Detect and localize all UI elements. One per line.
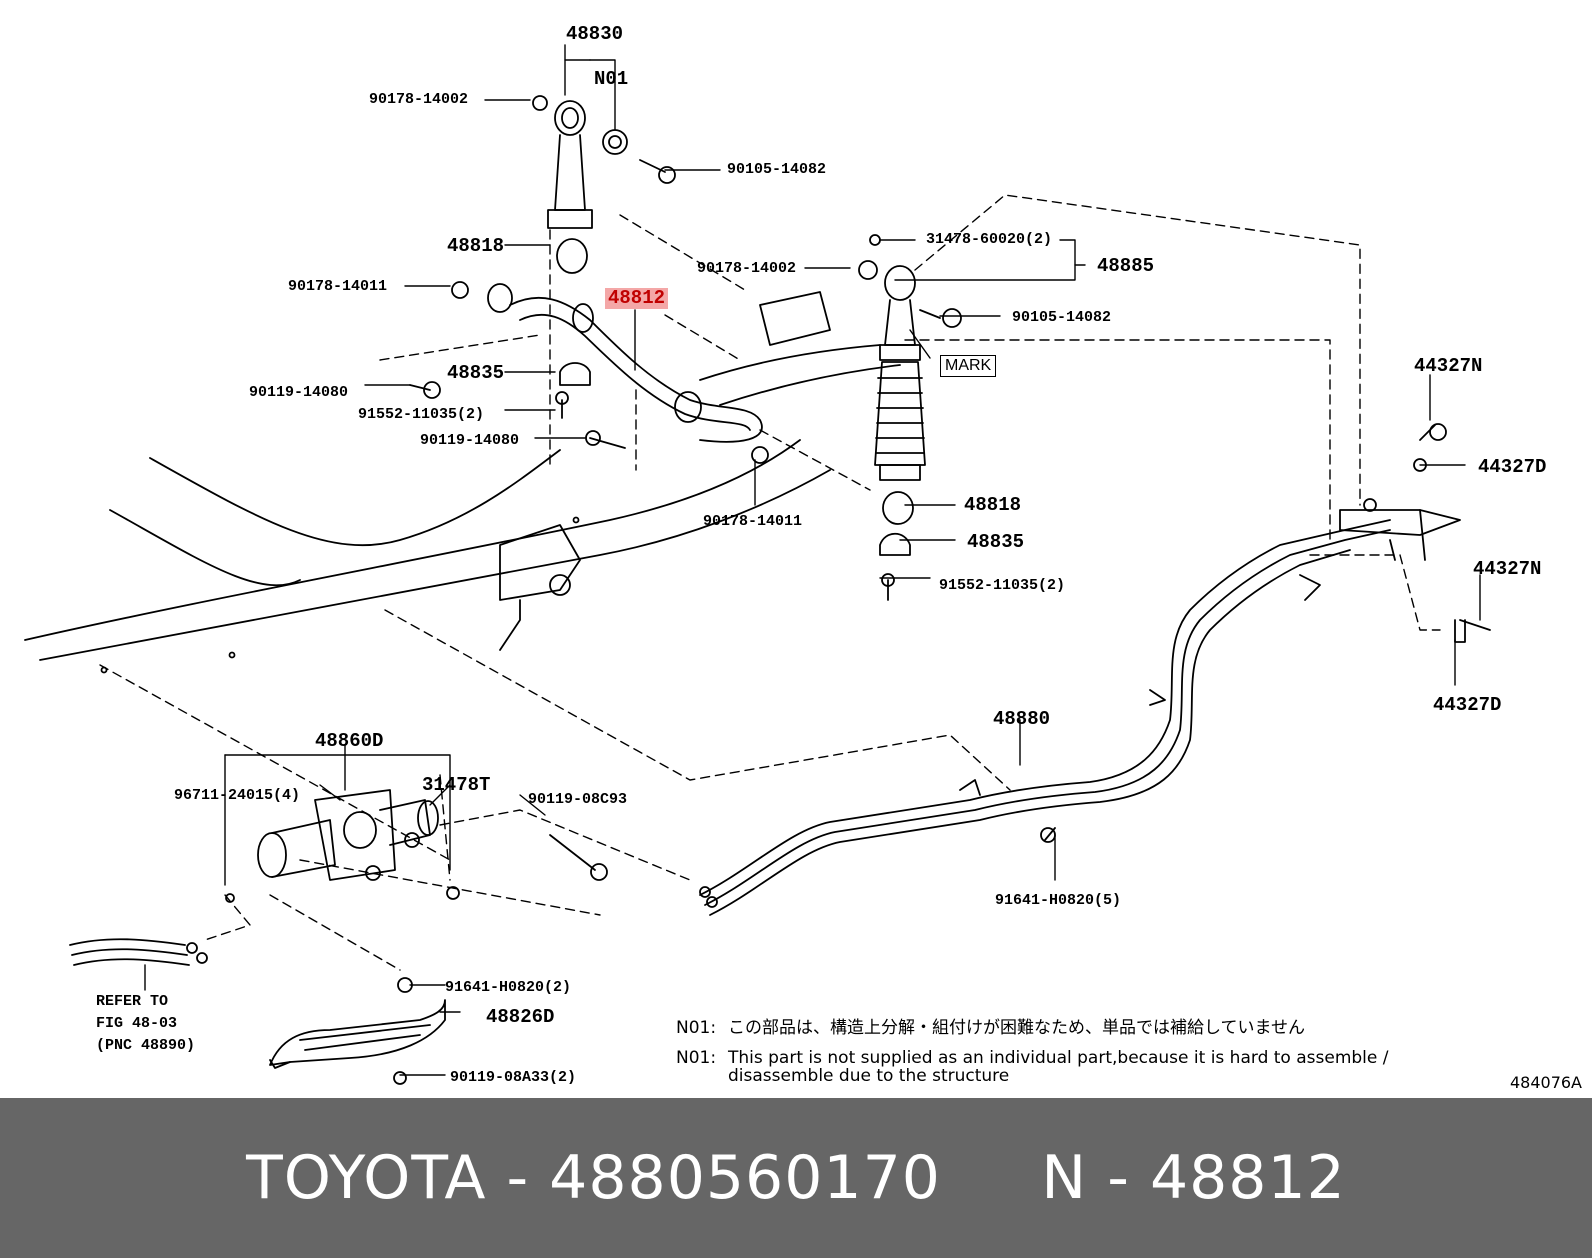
- callout-90119-14080-lower: 90119-14080: [420, 432, 520, 449]
- callout-90178-14011-left: 90178-14011: [288, 278, 388, 295]
- lines-to-fig-48-03: [69, 938, 208, 966]
- callout-44327n-upper: 44327N: [1414, 355, 1483, 377]
- stabilizer-link: [532, 95, 676, 229]
- note-jp-text: この部品は、構造上分解・組付けが困難なため、単品では補給していません: [728, 1018, 1305, 1038]
- callout-48835-upper: 48835: [447, 362, 505, 384]
- callout-90178-14011-right: 90178-14011: [703, 513, 803, 530]
- callout-48812-highlighted[interactable]: 48812: [605, 288, 669, 309]
- note-jp-label: N01:: [676, 1018, 717, 1038]
- callout-44327n-lower: 44327N: [1473, 558, 1542, 580]
- callout-48860d: 48860D: [315, 730, 384, 752]
- protector-plate: [269, 977, 446, 1085]
- callout-31478-60020: 31478-60020(2): [926, 231, 1053, 248]
- hydraulic-lines: [699, 423, 1491, 916]
- callout-90119-08c93: 90119-08C93: [528, 791, 628, 808]
- note-en-label: N01:: [676, 1048, 717, 1068]
- actuator: [225, 789, 608, 903]
- callout-90105-14082-lower: 90105-14082: [1012, 309, 1112, 326]
- footer-banner: TOYOTA - 4880560170 N - 48812: [0, 1098, 1592, 1258]
- mark-label: MARK: [940, 355, 997, 377]
- frame-outline: [24, 344, 901, 674]
- callout-31478t: 31478T: [422, 774, 491, 796]
- note-en-text-line-1: This part is not supplied as an individu…: [728, 1048, 1389, 1068]
- callout-91552-11035-upper: 91552-11035(2): [358, 406, 485, 423]
- shock-absorber: [759, 234, 962, 601]
- callout-90178-14002-lower: 90178-14002: [697, 260, 797, 277]
- callout-91641-h0820-left: 91641-H0820(2): [445, 979, 572, 996]
- refer-to-line-3: (PNC 48890): [96, 1037, 196, 1054]
- callout-90178-14002-upper: 90178-14002: [369, 91, 469, 108]
- callout-44327d-upper: 44327D: [1478, 456, 1547, 478]
- callout-90105-14082-upper: 90105-14082: [727, 161, 827, 178]
- footer-text: TOYOTA - 4880560170 N - 48812: [246, 1143, 1346, 1213]
- figure-id: 484076A: [1509, 1073, 1582, 1092]
- callout-48818-lower: 48818: [964, 494, 1022, 516]
- refer-to-line-1: REFER TO: [96, 993, 169, 1010]
- callout-90119-14080-upper: 90119-14080: [249, 384, 349, 401]
- callout-48880: 48880: [993, 708, 1051, 730]
- callout-90119-08a33: 90119-08A33(2): [450, 1069, 577, 1086]
- diagram-drawing: [24, 44, 1491, 1085]
- callout-91641-h0820-right: 91641-H0820(5): [995, 892, 1122, 909]
- parts-diagram: 48830 N01 90178-14002 90105-14082 48818 …: [24, 23, 1582, 1092]
- stabilizer-bar: [409, 238, 769, 464]
- callout-96711-24015: 96711-24015(4): [174, 787, 301, 804]
- refer-to-line-2: FIG 48-03: [96, 1015, 178, 1032]
- callout-48826d: 48826D: [486, 1006, 555, 1028]
- callout-48830: 48830: [566, 23, 624, 45]
- callout-44327d-lower: 44327D: [1433, 694, 1502, 716]
- callout-n01: N01: [594, 68, 629, 90]
- callout-leaders: [144, 44, 1481, 1076]
- note-en-text-line-2: disassemble due to the structure: [728, 1066, 1010, 1086]
- callout-91552-11035-lower: 91552-11035(2): [939, 577, 1066, 594]
- callout-48818-upper: 48818: [447, 235, 505, 257]
- callout-48885: 48885: [1097, 255, 1155, 277]
- callout-48835-lower: 48835: [967, 531, 1025, 553]
